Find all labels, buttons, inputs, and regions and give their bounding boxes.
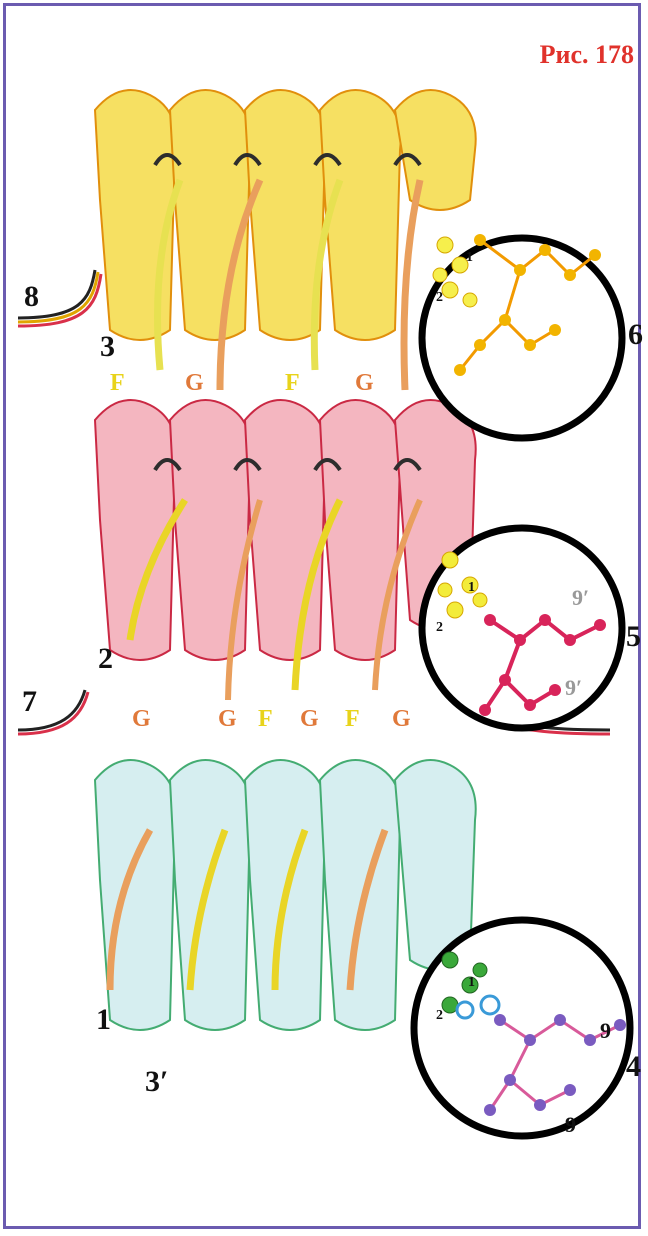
circle-5-molecule <box>418 524 626 732</box>
connector-top-g-3: G <box>355 370 374 396</box>
circle-4-sub-1: 1 <box>468 975 475 990</box>
label-layer-3-prime: 3′ <box>145 1065 169 1098</box>
connector-top-g-1: G <box>185 370 204 396</box>
figure-frame <box>3 3 641 1229</box>
connector-top-f-0: F <box>110 370 125 396</box>
circle-4-sub-2: 2 <box>436 1008 443 1023</box>
connector-bottom-f-4: F <box>345 706 360 732</box>
connector-top-f-2: F <box>285 370 300 396</box>
circle-5-nine-prime-b: 9′ <box>565 675 583 700</box>
connector-bottom-f-2: F <box>258 706 273 732</box>
circle-4-nine-a: 9 <box>600 1018 611 1043</box>
circle-4-nine-b: 9 <box>565 1112 576 1137</box>
layer-2-helix <box>93 399 477 701</box>
side-curve-8-left <box>17 269 103 328</box>
label-circle-4: 4 <box>626 1050 641 1083</box>
figure-title: Рис. 178 <box>539 40 634 69</box>
circle-6-molecule <box>418 234 626 442</box>
circle-5-sub-1: 1 <box>468 580 475 595</box>
label-circle-5: 5 <box>626 620 641 653</box>
label-layer-2: 2 <box>98 642 113 675</box>
circle-5-nine-prime-a: 9′ <box>572 585 590 610</box>
connector-bottom-g-3: G <box>300 706 319 732</box>
circle-6-sub-1: 1 <box>466 250 473 265</box>
layer-3-helix <box>93 89 477 391</box>
circle-4-molecule <box>410 916 634 1140</box>
side-curve-7-left <box>17 689 90 736</box>
label-layer-3: 3 <box>100 330 115 363</box>
layer-1-helix <box>93 759 477 1031</box>
label-7: 7 <box>22 685 37 718</box>
label-circle-6: 6 <box>628 318 643 351</box>
connector-bottom-g-0: G <box>132 706 151 732</box>
label-8: 8 <box>24 280 39 313</box>
connector-bottom-g-1: G <box>218 706 237 732</box>
circle-5-sub-2: 2 <box>436 620 443 635</box>
connector-bottom-g-5: G <box>392 706 411 732</box>
label-layer-1: 1 <box>96 1003 111 1036</box>
circle-6-sub-2: 2 <box>436 290 443 305</box>
